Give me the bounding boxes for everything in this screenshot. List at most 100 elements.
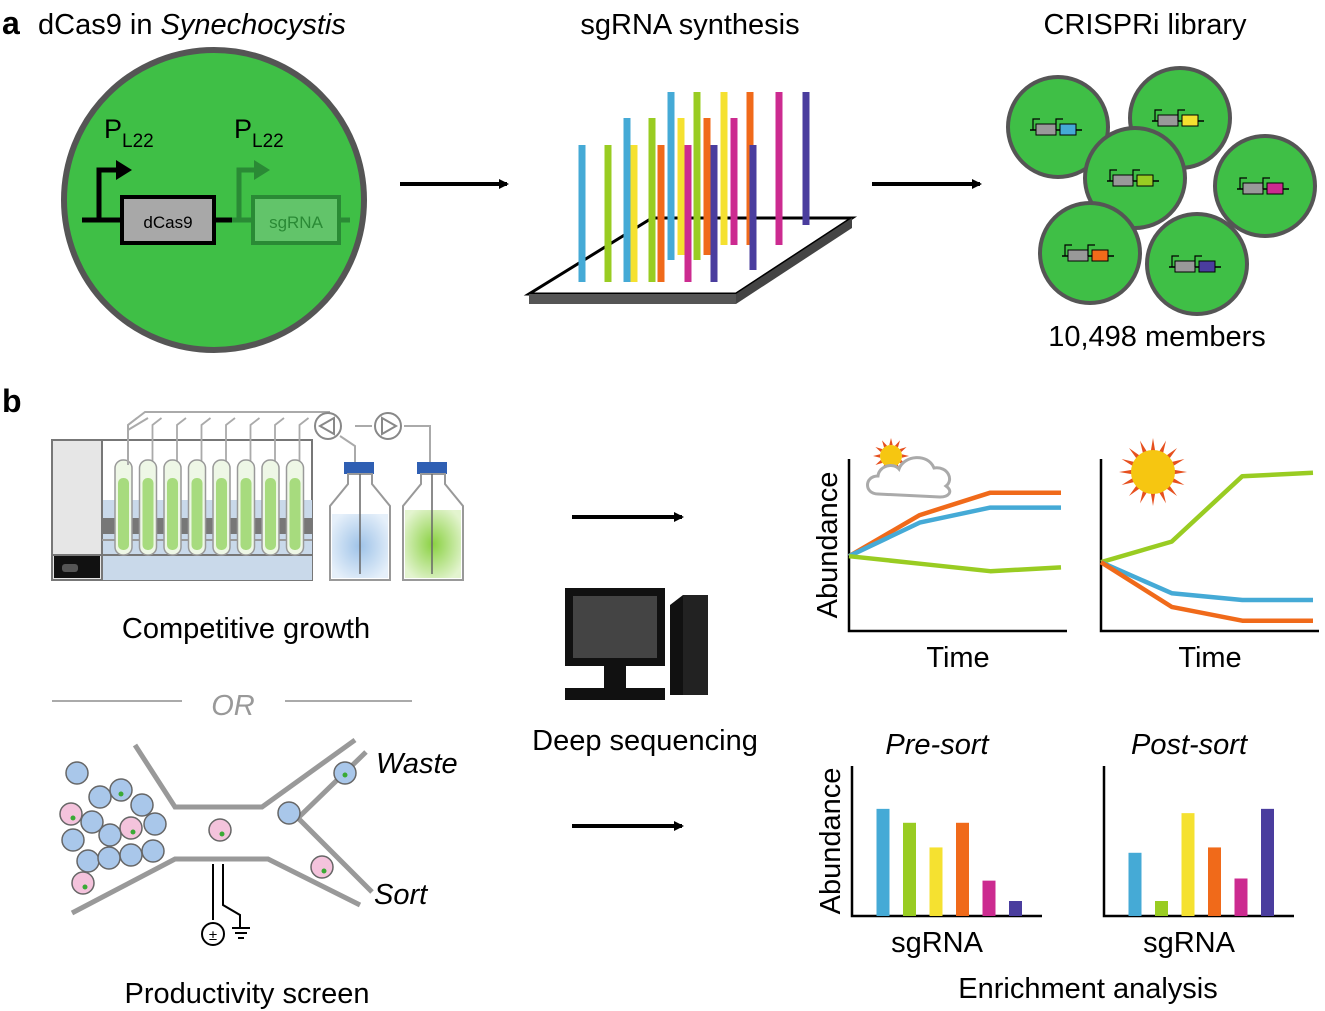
y-axis-label: Abundance <box>812 472 844 619</box>
cell-title-prefix: dCas9 in <box>38 9 161 41</box>
library-title: CRISPRi library <box>1043 9 1247 41</box>
product-dot <box>70 815 76 821</box>
chart-axes <box>1099 459 1319 633</box>
bar <box>903 822 916 916</box>
promoter2-label: PL22 <box>234 114 284 152</box>
sort-label: Sort <box>374 879 429 911</box>
cell-nonproducer <box>98 823 122 847</box>
chart-axes <box>1102 766 1294 918</box>
culture-liquid <box>289 478 301 550</box>
library-promoter <box>1177 109 1185 121</box>
culture-liquid <box>240 478 252 550</box>
cell-title-organism: Synechocystis <box>161 9 346 41</box>
library-dcas9-box <box>1112 174 1134 187</box>
cell-nonproducer <box>97 846 121 870</box>
culture-liquid <box>142 478 154 550</box>
library-sgrna-box <box>1091 249 1109 262</box>
culture-liquid <box>118 478 129 550</box>
x-axis-label: sgRNA <box>1143 927 1236 959</box>
library-sgrna-box <box>1059 123 1077 136</box>
sun-ray <box>875 447 883 453</box>
library-promoter <box>1055 118 1063 130</box>
product-dot <box>321 868 327 874</box>
promoter-arrowhead-2 <box>254 160 270 180</box>
tube-line <box>298 417 310 462</box>
culture-tubes <box>114 417 310 556</box>
sorter-cells <box>59 761 357 895</box>
media-bottle <box>329 462 391 581</box>
tube-line <box>225 417 236 462</box>
sun-ray <box>1158 440 1167 455</box>
sun-ray <box>1139 489 1148 504</box>
bar <box>876 808 890 916</box>
promoter-arrow-2 <box>236 167 258 220</box>
product-dot <box>118 791 124 797</box>
competitive-growth-label: Competitive growth <box>122 613 370 645</box>
bar <box>1128 852 1142 916</box>
library-dcas9-box <box>1174 260 1196 273</box>
panel-b-letter: b <box>2 383 22 419</box>
culture-liquid <box>216 478 227 550</box>
waste-label: Waste <box>376 748 458 780</box>
culture-liquid <box>191 478 203 550</box>
y-axis-label: Abundance <box>815 768 847 915</box>
library-count: 10,498 members <box>1048 321 1266 353</box>
dcas9-gene-box <box>120 195 216 245</box>
electrode-icon <box>201 864 250 946</box>
library-promoter <box>1109 169 1117 181</box>
library-dcas9-box <box>1067 249 1089 262</box>
chart-axes <box>847 459 1067 633</box>
chart-title: Post-sort <box>1131 729 1249 761</box>
product-dot <box>130 829 136 835</box>
sun-ray <box>1121 458 1136 467</box>
dcas9-gene-label: dCas9 <box>143 213 192 232</box>
chart-axes <box>850 766 1042 918</box>
sun-icon <box>1119 438 1187 506</box>
cell-nonproducer <box>76 849 100 873</box>
sun-ray <box>1158 489 1167 504</box>
cell-nonproducer <box>65 761 89 785</box>
library-promoter <box>1239 177 1247 189</box>
culture-bottle <box>402 462 464 581</box>
product-dot <box>219 831 225 837</box>
library-dcas9-box <box>1035 123 1057 136</box>
sun-ray <box>1150 438 1156 453</box>
cell-producer <box>119 816 143 840</box>
cell-nonproducer <box>143 812 167 836</box>
tube-line <box>151 417 163 462</box>
sun-ray <box>1150 491 1156 506</box>
bar <box>1234 878 1248 916</box>
product-dot <box>342 772 348 778</box>
synthesis-title: sgRNA synthesis <box>580 9 799 41</box>
cell-nonproducer <box>277 801 301 825</box>
chart-title: Pre-sort <box>885 729 990 761</box>
tube-line <box>200 417 212 462</box>
series-line <box>1100 560 1313 603</box>
cell-nonproducer <box>109 778 133 802</box>
library-sgrna-box <box>1181 114 1199 127</box>
x-axis-label: Time <box>926 642 989 674</box>
library-cell <box>1145 212 1249 316</box>
sun-ray <box>1170 477 1185 486</box>
bar <box>982 880 996 916</box>
promoter-arrowhead-1 <box>116 160 132 180</box>
bar <box>1261 808 1274 916</box>
sun-ray <box>882 440 888 448</box>
series-line <box>847 490 1061 559</box>
tubing <box>127 411 431 465</box>
sun-ray <box>889 438 893 446</box>
bar <box>1181 813 1195 916</box>
series-line <box>1100 470 1314 565</box>
library-cell <box>1213 134 1317 238</box>
library-dcas9-box <box>1242 182 1264 195</box>
tube-line <box>274 417 285 462</box>
sun-ray <box>875 459 883 465</box>
pump-icon-1 <box>314 412 342 440</box>
library-sgrna-box <box>1198 260 1216 273</box>
library-promoter <box>1194 255 1202 267</box>
electrode-plus-minus: ± <box>209 927 217 944</box>
cell-nonproducer <box>130 793 154 817</box>
library-promoter <box>1132 169 1140 181</box>
x-axis-label: sgRNA <box>891 927 984 959</box>
